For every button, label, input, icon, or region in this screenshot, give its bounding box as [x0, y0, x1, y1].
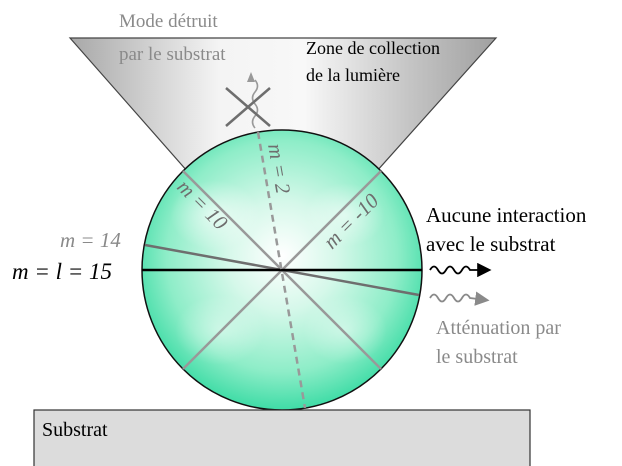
- substrate-block: [34, 410, 530, 466]
- collection-zone-label-1: Zone de collection: [306, 38, 440, 58]
- mode-label-m15: m = l = 15: [12, 259, 112, 284]
- no-interaction-label-2: avec le substrat: [426, 232, 556, 256]
- attenuation-label-1: Atténuation par: [436, 317, 561, 339]
- mode-label-m14: m = 14: [60, 228, 121, 252]
- destroyed-mode-label-2: par le substrat: [119, 44, 226, 65]
- substrate-label: Substrat: [42, 419, 108, 441]
- destroyed-mode-label-1: Mode détruit: [119, 11, 218, 32]
- attenuation-emission-arrow: [430, 295, 486, 302]
- no-interaction-label-1: Aucune interaction: [426, 203, 587, 227]
- no-interaction-emission-arrow: [430, 267, 488, 274]
- attenuation-label-2: le substrat: [436, 346, 518, 368]
- collection-zone-label-2: de la lumière: [306, 65, 400, 85]
